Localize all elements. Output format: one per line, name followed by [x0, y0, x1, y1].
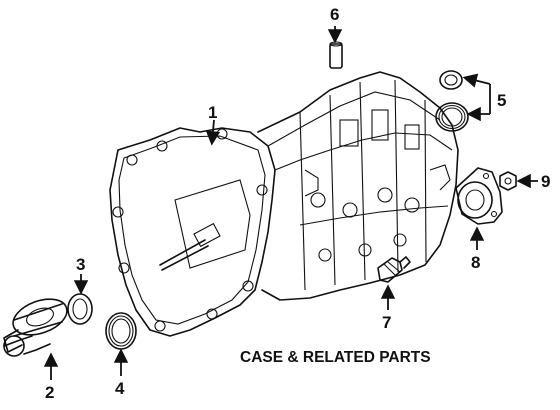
dowel-pin [329, 41, 343, 69]
callout-7: 7 [382, 313, 391, 332]
shaft-seal [67, 293, 93, 325]
callout-6: 6 [330, 5, 339, 24]
callout-2: 2 [45, 383, 54, 402]
leader-lines [43, 26, 538, 380]
callout-3: 3 [76, 255, 85, 274]
callout-1: 1 [208, 103, 217, 122]
input-shaft-guide [3, 298, 68, 357]
switch-sensor [377, 256, 411, 283]
bearing-ring [105, 312, 137, 350]
callout-4: 4 [115, 379, 125, 398]
callout-5: 5 [497, 91, 506, 110]
seal-small [439, 70, 463, 90]
output-flange [455, 167, 503, 225]
transmission-case [109, 71, 459, 337]
diagram-caption: CASE & RELATED PARTS [240, 349, 431, 366]
callout-8: 8 [471, 253, 480, 272]
flange-nut [499, 171, 517, 191]
callout-9: 9 [541, 172, 550, 191]
seal-large [435, 102, 469, 132]
